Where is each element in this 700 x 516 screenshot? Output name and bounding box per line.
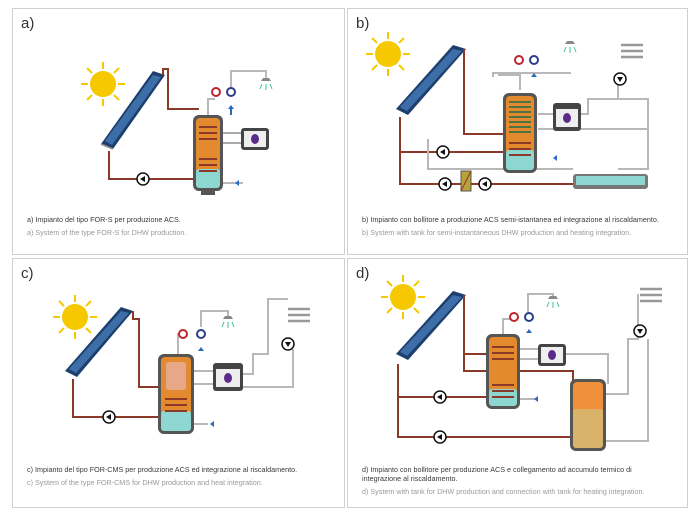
panel-d: d) xyxy=(347,258,688,508)
radiator-icon xyxy=(640,287,662,303)
pump-icon xyxy=(438,177,452,191)
solar-circuit xyxy=(72,311,165,418)
shower-icon xyxy=(563,41,577,53)
storage-tank xyxy=(503,93,537,173)
radiator-icon xyxy=(621,43,643,59)
pump-icon xyxy=(433,390,447,404)
caption-italian: d) Impianto con bollitore per produzione… xyxy=(362,465,632,474)
panel-letter: d) xyxy=(356,265,370,282)
diagram-c xyxy=(53,295,310,434)
storage-tank xyxy=(193,115,223,195)
heating-tank xyxy=(570,379,606,451)
pump-icon xyxy=(436,145,450,159)
caption-italian: a) Impianto del tipo FOR-S per produzion… xyxy=(27,215,181,224)
solar-collector xyxy=(65,307,133,377)
sun-icon xyxy=(81,62,125,106)
boiler xyxy=(538,344,566,366)
boiler xyxy=(213,363,243,391)
solar-collector xyxy=(396,45,466,115)
pump-icon xyxy=(102,410,116,424)
pool-icon xyxy=(573,174,648,189)
pump-icon xyxy=(136,172,150,186)
solar-collector xyxy=(396,291,466,360)
boiler xyxy=(223,128,269,150)
panel-a: a) xyxy=(12,8,345,255)
solar-collector xyxy=(100,71,165,150)
storage-tank xyxy=(158,354,194,434)
diagram-b xyxy=(366,32,649,192)
caption-italian: c) Impianto del tipo FOR-CMS per produzi… xyxy=(27,465,298,474)
shower-icon xyxy=(221,316,235,328)
diagram-d xyxy=(381,275,662,451)
storage-tank xyxy=(486,334,520,409)
panel-c: c) xyxy=(12,258,345,508)
pump-icon xyxy=(478,177,492,191)
solar-circuit xyxy=(399,49,573,185)
sun-icon xyxy=(53,295,97,339)
panel-letter: c) xyxy=(21,265,34,282)
diagram-a xyxy=(81,62,273,195)
pump-icon xyxy=(613,72,627,86)
shower-icon xyxy=(546,296,560,308)
panel-letter: b) xyxy=(356,15,370,32)
caption-english: c) System of the type FOR-CMS for DHW pr… xyxy=(27,478,263,487)
pump-icon xyxy=(633,324,647,338)
panel-b: b) xyxy=(347,8,688,255)
caption-english: d) System with tank for DHW production a… xyxy=(362,487,645,496)
sun-icon xyxy=(366,32,410,76)
shower-icon xyxy=(259,78,273,90)
caption-italian-line2: integrazione al riscaldamento. xyxy=(362,474,458,483)
radiator-icon xyxy=(288,307,310,323)
panel-letter: a) xyxy=(21,15,35,32)
pump-icon xyxy=(281,337,295,351)
caption-english: b) System with tank for semi-instantaneo… xyxy=(362,228,632,237)
sun-icon xyxy=(381,275,425,319)
caption-italian: b) Impianto con bollitore a produzione A… xyxy=(362,215,659,224)
heat-exchanger xyxy=(460,170,472,192)
pump-icon xyxy=(433,430,447,444)
boiler xyxy=(553,103,581,131)
caption-english: a) System of the type FOR-S for DHW prod… xyxy=(27,228,187,237)
